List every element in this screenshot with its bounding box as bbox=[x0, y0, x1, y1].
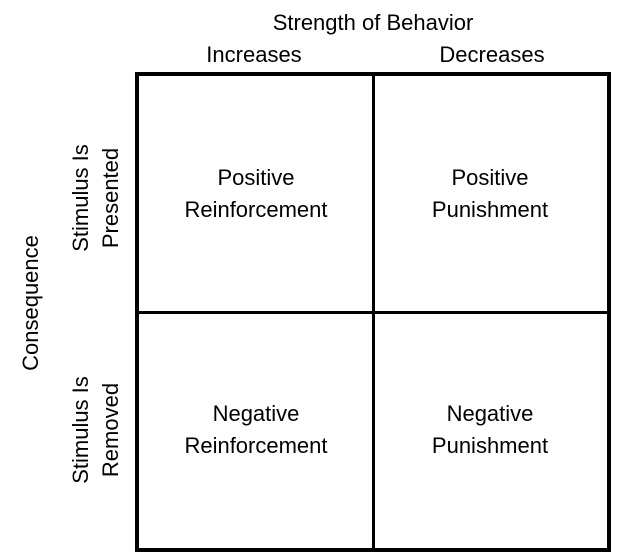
column-axis-title: Strength of Behavior bbox=[272, 10, 474, 35]
row-header-line: Presented bbox=[98, 147, 123, 249]
cell-line: Positive bbox=[217, 165, 295, 190]
cell-line: Reinforcement bbox=[184, 433, 328, 458]
column-header-increases: Increases bbox=[206, 42, 302, 67]
cell-line: Punishment bbox=[431, 197, 549, 222]
cell-line: Negative bbox=[212, 401, 300, 426]
row-header-line: Stimulus Is bbox=[68, 144, 93, 252]
row-axis-title: Consequence bbox=[18, 235, 43, 371]
cell-line: Negative bbox=[446, 401, 534, 426]
column-header-decreases: Decreases bbox=[439, 42, 545, 67]
cell-line: Reinforcement bbox=[184, 197, 328, 222]
cell-positive-reinforcement: Positive Reinforcement bbox=[139, 76, 373, 312]
cell-line: Positive bbox=[451, 165, 529, 190]
row-header-stimulus-removed: Stimulus Is Removed bbox=[66, 376, 126, 484]
row-header-line: Removed bbox=[98, 382, 123, 478]
row-header-stimulus-presented: Stimulus Is Presented bbox=[66, 144, 126, 252]
row-header-line: Stimulus Is bbox=[68, 376, 93, 484]
cell-line: Punishment bbox=[431, 433, 549, 458]
cell-positive-punishment: Positive Punishment bbox=[373, 76, 607, 312]
cell-negative-reinforcement: Negative Reinforcement bbox=[139, 312, 373, 548]
grid-horizontal-divider bbox=[139, 310, 607, 314]
cell-negative-punishment: Negative Punishment bbox=[373, 312, 607, 548]
matrix-grid: Positive Reinforcement Positive Punishme… bbox=[135, 72, 611, 552]
